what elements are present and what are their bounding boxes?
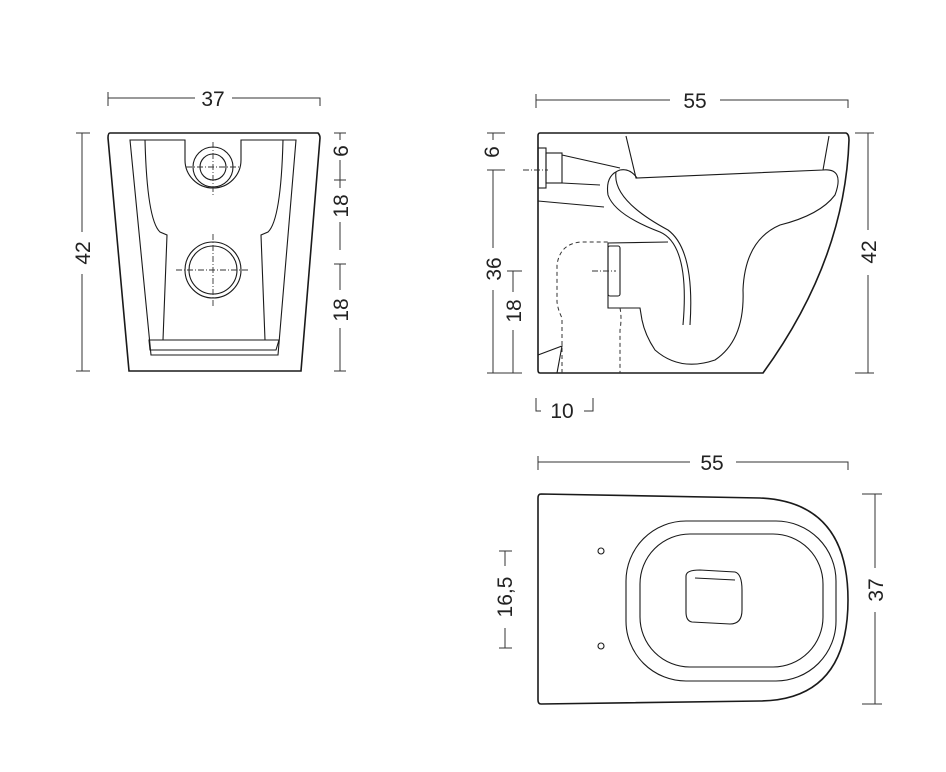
front-width-label: 37 [201, 88, 224, 111]
side-dim-top-label: 6 [481, 146, 504, 158]
front-dim-mid-label: 18 [330, 194, 353, 217]
side-view: 55 6 36 18 10 42 [481, 90, 881, 423]
front-view: 37 42 6 18 18 [72, 88, 353, 372]
side-offset-label: 10 [550, 400, 573, 423]
fixing-spacing-label: 16,5 [494, 577, 517, 618]
side-inlet-height-label: 18 [503, 299, 526, 322]
side-length-label: 55 [683, 90, 706, 113]
front-dim-bottom-label: 18 [330, 298, 353, 321]
front-dim-top-label: 6 [330, 145, 353, 157]
top-view: 55 37 16,5 [494, 452, 888, 705]
front-height-label: 42 [72, 241, 95, 264]
side-outlet-height-label: 36 [483, 257, 506, 280]
top-length-label: 55 [700, 452, 723, 475]
side-height-label: 42 [858, 240, 881, 263]
top-width-label: 37 [865, 578, 888, 601]
